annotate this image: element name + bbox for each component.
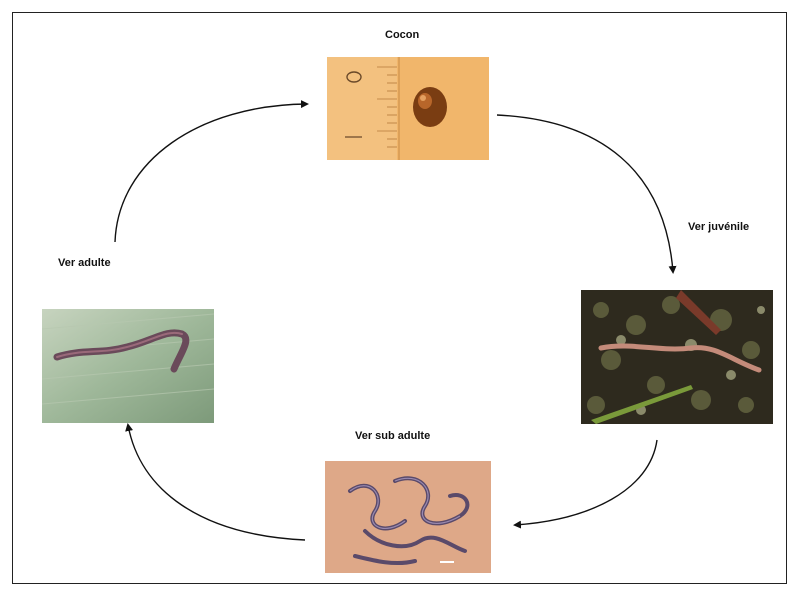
juvenile-label: Ver juvénile	[688, 221, 749, 233]
arrow-juvenile-to-subadult	[515, 440, 657, 525]
adult-label: Ver adulte	[58, 257, 111, 269]
subadult-label: Ver sub adulte	[355, 430, 430, 442]
cocoon-label: Cocon	[385, 29, 419, 41]
juvenile-worm-photo	[581, 290, 773, 424]
subadult-worm-photo	[325, 461, 491, 573]
arrow-adult-to-cocoon	[115, 104, 307, 242]
arrow-subadult-to-adult	[128, 425, 305, 540]
cocoon-photo	[327, 57, 489, 160]
arrow-cocoon-to-juvenile	[497, 115, 673, 272]
adult-worm-photo	[42, 309, 214, 423]
